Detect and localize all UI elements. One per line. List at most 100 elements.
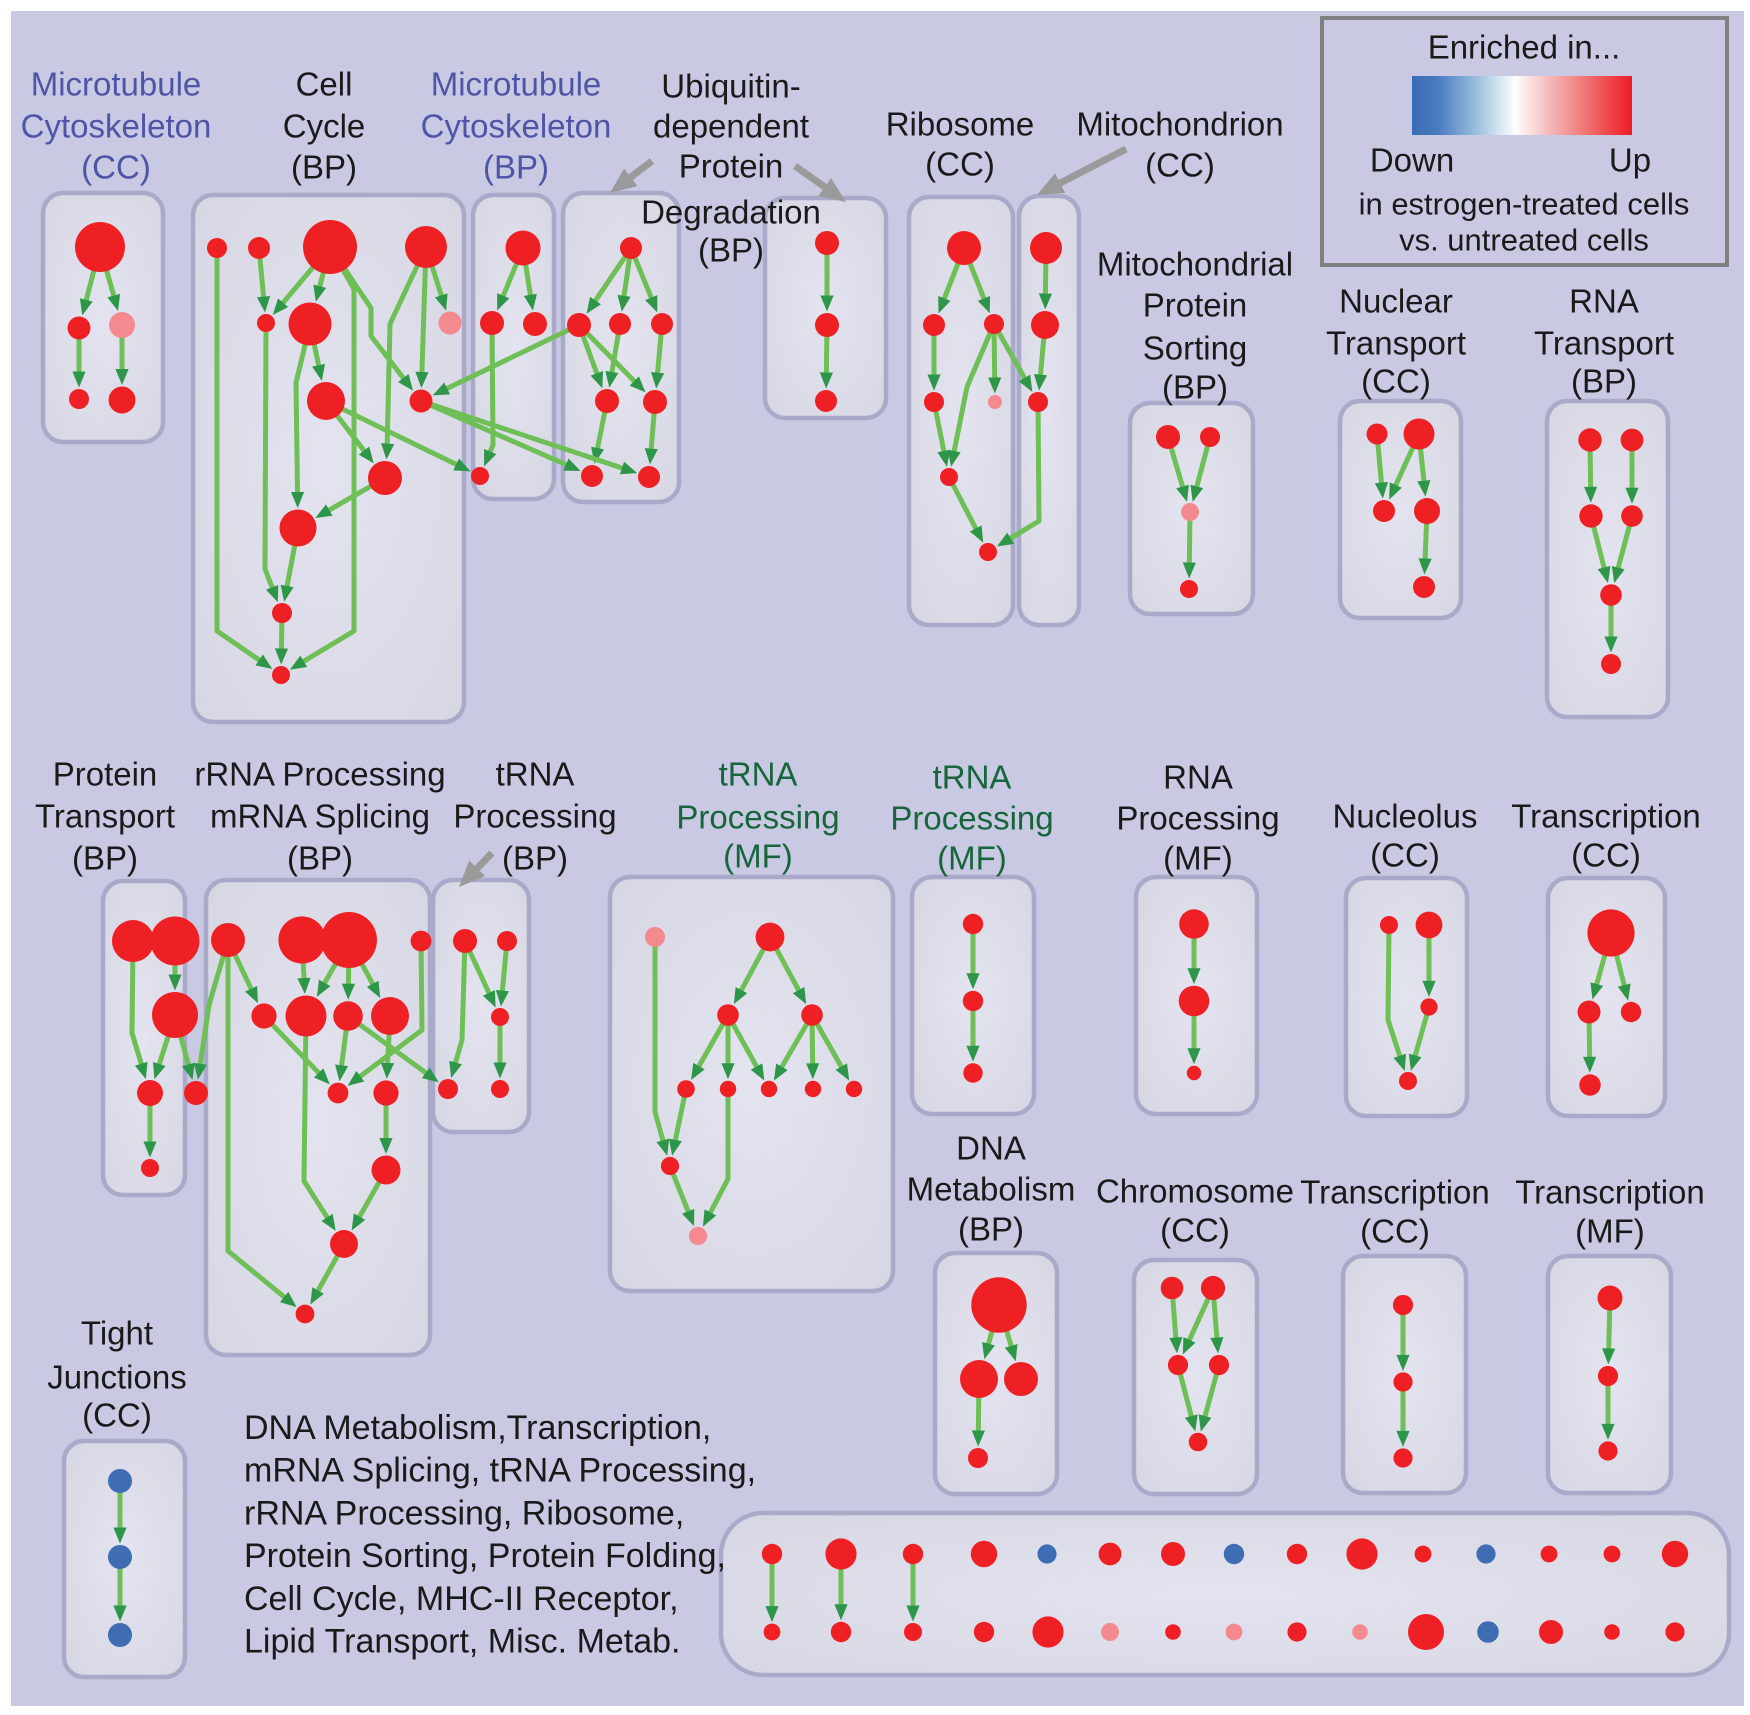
- group-label-microtubule-cytoskeleton-bp-line3: (BP): [483, 149, 549, 186]
- nodes-layer: [67, 220, 1689, 1650]
- edge-rb1-rb3-arrowhead: [977, 295, 991, 314]
- group-label-trna-processing-mf-large-line1: tRNA: [719, 756, 798, 793]
- group-label-ribosome-cc-line2: (CC): [925, 146, 995, 183]
- edge-mb1-mb3-arrowhead: [523, 293, 537, 311]
- node-b8t: [1223, 1543, 1245, 1565]
- edge-tj1-tj2-arrowhead: [113, 1527, 127, 1544]
- group-label-transcription-mf-line1: Transcription: [1515, 1174, 1705, 1211]
- group-label-rrna-processing-mrna-splicing-bp-line1: rRNA Processing: [194, 756, 445, 793]
- node-m1: [75, 222, 125, 272]
- gray-arrows-layer: [459, 145, 1128, 887]
- node-ub0: [620, 237, 642, 259]
- node-b3t: [902, 1543, 924, 1565]
- group-label-trna-processing-bp-line3: (BP): [502, 840, 568, 877]
- node-nu1: [1380, 916, 1398, 934]
- node-b6t: [1098, 1542, 1122, 1566]
- node-b11b: [1408, 1614, 1444, 1650]
- node-nu4: [1399, 1072, 1417, 1090]
- edge-mps3-mps4-arrowhead: [1182, 562, 1196, 579]
- edge-tc1-tc2-arrowhead: [1590, 982, 1604, 1000]
- node-cc5: [438, 311, 462, 335]
- node-cc13: [272, 666, 290, 684]
- node-nt4: [1414, 498, 1440, 524]
- edge-cc1-cc13-arrowhead: [255, 654, 273, 670]
- node-r3: [278, 916, 326, 964]
- node-tp4: [491, 1008, 509, 1026]
- node-tc1: [1587, 909, 1635, 957]
- cross-edge-rb3-mt3: [991, 322, 1028, 382]
- node-r12: [330, 1230, 358, 1258]
- edge-r5-r12: [301, 1015, 331, 1221]
- node-b2t: [825, 1538, 857, 1570]
- node-rb1: [947, 231, 981, 265]
- node-mps1: [1156, 425, 1180, 449]
- node-mt1: [1030, 232, 1062, 264]
- node-b1b: [763, 1623, 781, 1641]
- cross-edge-cc9-ub7: [420, 398, 625, 471]
- edge-pt3-pt5-arrowhead: [181, 1062, 195, 1080]
- legend-up-label: Up: [1609, 142, 1651, 179]
- edge-cc7-cc11-arrowhead: [290, 491, 305, 509]
- node-rb5: [988, 395, 1002, 409]
- group-label-microtubule-cytoskeleton-cc-line2: Cytoskeleton: [21, 108, 212, 145]
- edge-ub1-ub4-arrowhead: [590, 371, 603, 389]
- node-b10t: [1346, 1538, 1378, 1570]
- group-label-dna-metabolism-bp-line3: (BP): [958, 1211, 1024, 1248]
- node-mps2: [1200, 427, 1220, 447]
- edge-rb6-rb7-arrowhead: [969, 525, 984, 543]
- misc-note-line2: mRNA Splicing, tRNA Processing,: [244, 1452, 756, 1490]
- legend-subtitle-line1: in estrogen-treated cells: [1359, 187, 1690, 222]
- node-mt2: [1031, 311, 1059, 339]
- group-label-trna-processing-mf-small-line2: Processing: [890, 800, 1053, 837]
- cross-edge-cc9-ub7-arrowhead: [619, 461, 638, 475]
- cross-edge-r6-tp3-arrowhead: [421, 1067, 439, 1083]
- node-b3b: [904, 1623, 922, 1641]
- cross-edge-r6-tp3: [346, 1013, 429, 1076]
- node-pt3: [152, 992, 198, 1038]
- group-box-nucleolus-cc: [1343, 875, 1470, 1119]
- cross-edge-r1-pt5: [197, 939, 231, 1067]
- node-nt1: [1366, 423, 1388, 445]
- edge-cc12-cc13-arrowhead: [274, 648, 289, 665]
- node-m2: [67, 316, 91, 340]
- node-tm8: [804, 1080, 822, 1098]
- node-tm3: [717, 1004, 739, 1026]
- edge-tm4-tm7-arrowhead: [773, 1063, 788, 1081]
- edge-tm3-tm5-arrowhead: [691, 1062, 705, 1081]
- node-tm11: [688, 1226, 708, 1246]
- edge-tr2-tr3-arrowhead: [1396, 1430, 1410, 1447]
- node-r11: [371, 1155, 401, 1185]
- node-rb2: [923, 314, 945, 336]
- edge-tp2-tp4-arrowhead: [495, 990, 510, 1007]
- group-label-cell-cycle-bp-line2: Cycle: [283, 108, 366, 145]
- edge-nu1-nu4-arrowhead: [1393, 1053, 1407, 1072]
- cross-edge-cc9-ub6-arrowhead: [563, 458, 581, 471]
- edge-ub0-ub1-arrowhead: [586, 296, 601, 314]
- group-label-rrna-processing-mrna-splicing-bp-line3: (BP): [287, 840, 353, 877]
- edge-rt2-rt4-arrowhead: [1625, 487, 1639, 504]
- node-rt5: [1600, 584, 1622, 606]
- group-box-rna-transport-bp: [1544, 398, 1671, 720]
- edge-r4-r5-arrowhead: [316, 979, 331, 997]
- edge-mps2-mps3-arrowhead: [1190, 484, 1204, 502]
- edge-ub5-ub7-arrowhead: [644, 448, 658, 465]
- edge-m2-m4-arrowhead: [72, 371, 86, 388]
- node-ub5: [643, 390, 667, 414]
- edge-r8-r9: [357, 940, 425, 1080]
- group-label-tight-junctions-cc-line3: (CC): [82, 1397, 152, 1434]
- edge-cc3-cc9-arrowhead: [398, 373, 414, 391]
- group-label-transcription-cc-lower-line2: (CC): [1360, 1213, 1430, 1250]
- group-box-misc-clusters: [718, 1510, 1732, 1678]
- node-tj3: [108, 1623, 132, 1647]
- node-rt3: [1579, 504, 1603, 528]
- edge-tj2-tj3-arrowhead: [113, 1605, 127, 1622]
- node-b11t: [1414, 1545, 1432, 1563]
- edge-tp1-tp4-arrowhead: [482, 990, 496, 1008]
- node-rt1: [1578, 428, 1602, 452]
- edge-r4-r6-arrowhead: [341, 983, 356, 1000]
- group-label-nuclear-transport-cc-line2: Transport: [1326, 325, 1466, 362]
- node-r1: [211, 923, 245, 957]
- node-tm2: [755, 922, 785, 952]
- group-label-trna-processing-mf-large-line3: (MF): [723, 838, 793, 875]
- group-label-tight-junctions-cc-line1: Tight: [81, 1315, 153, 1352]
